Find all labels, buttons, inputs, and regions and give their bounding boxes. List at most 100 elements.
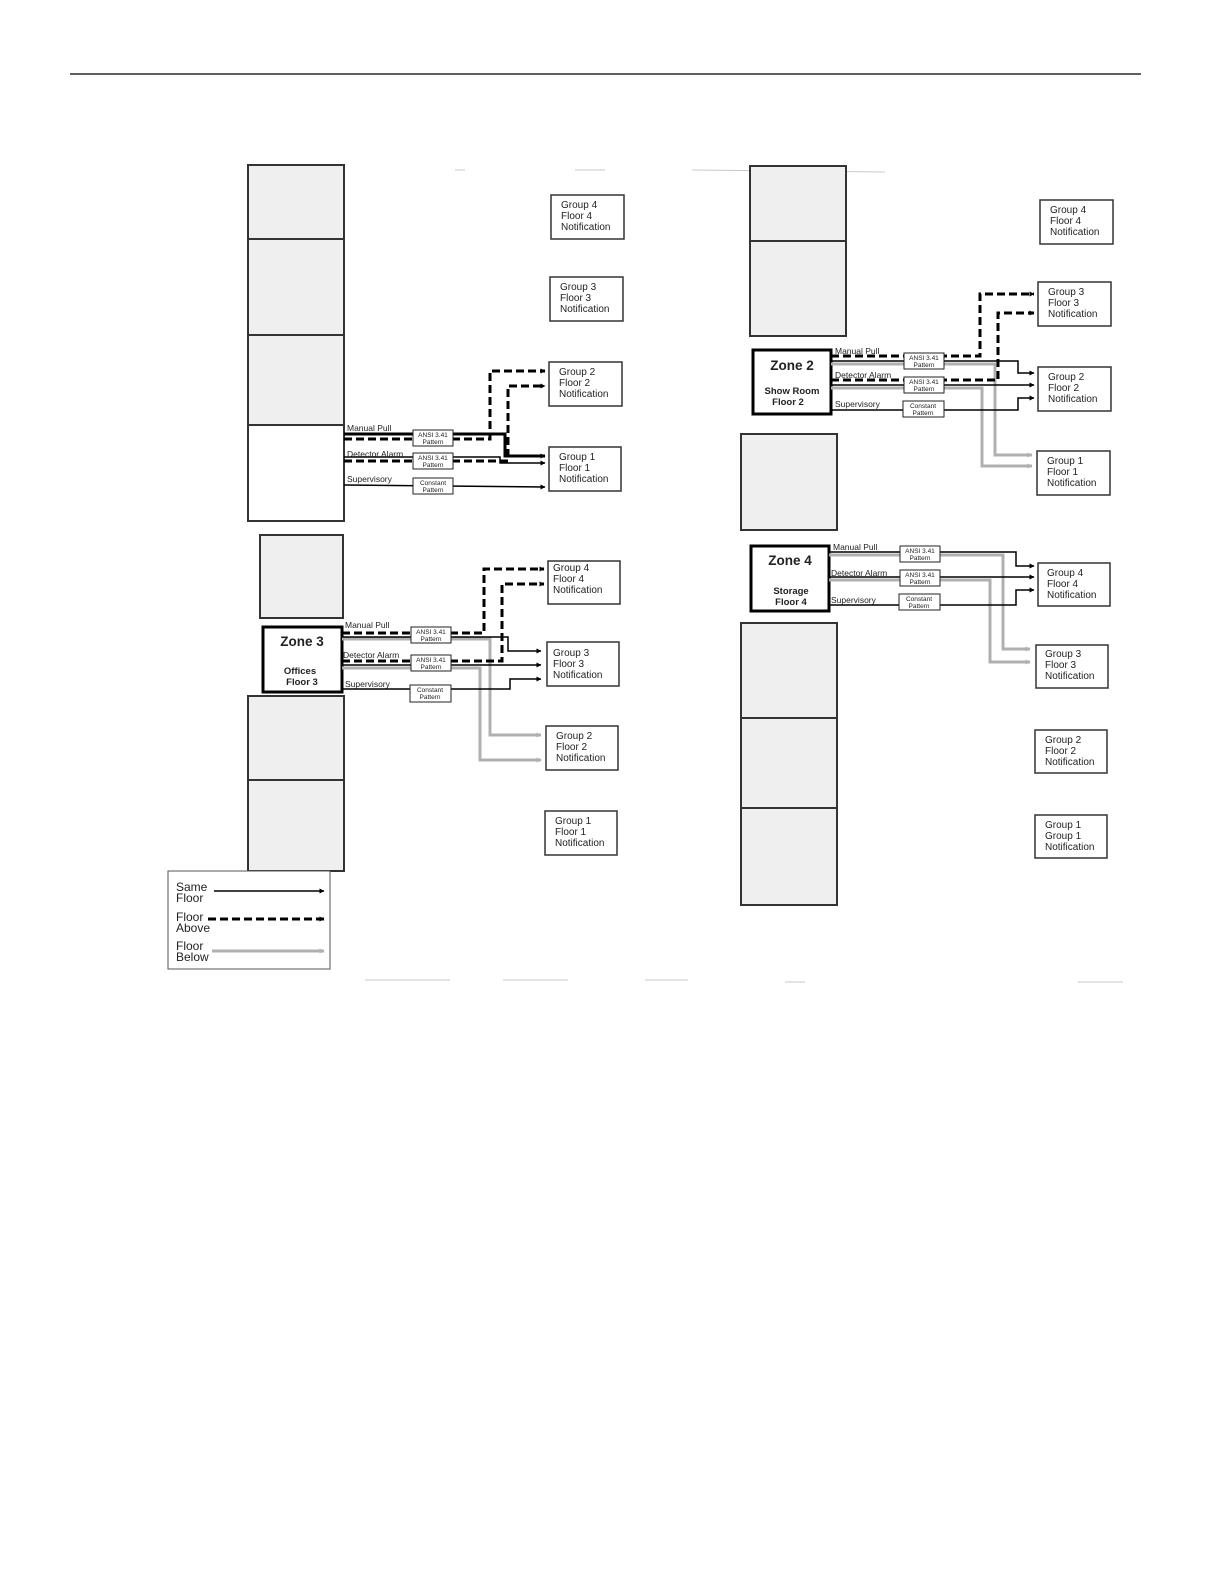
svg-text:Show Room: Show Room (765, 386, 820, 397)
svg-text:Pattern: Pattern (910, 579, 931, 586)
svg-text:Floor 3: Floor 3 (1048, 298, 1080, 309)
svg-text:Notification: Notification (1045, 671, 1094, 682)
svg-text:Notification: Notification (553, 670, 602, 681)
svg-text:Pattern: Pattern (914, 362, 935, 369)
legend-floor-above-label: Floor (176, 910, 203, 924)
group-box: Group 2 Floor 2 Notification (548, 361, 623, 407)
arrow-floor-above (344, 383, 546, 463)
pattern-box: ANSI 3.41 Pattern (410, 654, 452, 672)
floor-box (740, 807, 838, 906)
pattern-box: ANSI 3.41 Pattern (899, 569, 941, 587)
svg-text:Notification: Notification (555, 838, 604, 849)
svg-text:Pattern: Pattern (914, 386, 935, 393)
svg-text:Zone 4: Zone 4 (768, 553, 812, 568)
pattern-box: ANSI 3.41 Pattern (410, 626, 452, 644)
floor-box (247, 164, 345, 240)
arrow-floor-above (342, 566, 545, 635)
svg-text:Pattern: Pattern (423, 487, 444, 494)
svg-text:Notification: Notification (561, 222, 610, 233)
svg-text:Floor 4: Floor 4 (1047, 579, 1079, 590)
svg-text:Floor 3: Floor 3 (553, 659, 585, 670)
svg-text:Notification: Notification (1045, 842, 1094, 853)
input-detector-alarm: Detector Alarm (347, 449, 403, 459)
floor-box (247, 424, 345, 522)
building-a-upper (247, 164, 345, 522)
svg-text:Group 2: Group 2 (1048, 372, 1085, 383)
svg-text:Group 2: Group 2 (559, 367, 596, 378)
svg-text:Notification: Notification (1048, 394, 1097, 405)
svg-text:ANSI 3.41: ANSI 3.41 (909, 355, 939, 362)
svg-text:Pattern: Pattern (423, 462, 444, 469)
input-supervisory: Supervisory (831, 595, 877, 605)
svg-text:Floor 2: Floor 2 (772, 397, 804, 408)
svg-text:Group 4: Group 4 (553, 563, 590, 574)
svg-text:Notification: Notification (560, 304, 609, 315)
pattern-box: ANSI 3.41 Pattern (903, 376, 945, 394)
floor-box (247, 779, 345, 872)
input-manual-pull: Manual Pull (833, 542, 878, 552)
legend: Same Floor Floor Above Floor Below (167, 870, 331, 970)
floor-box (740, 622, 838, 719)
svg-text:Notification: Notification (1047, 478, 1096, 489)
pattern-box: ANSI 3.41 Pattern (412, 452, 454, 470)
svg-text:Pattern: Pattern (913, 410, 934, 417)
svg-text:Notification: Notification (1045, 757, 1094, 768)
svg-text:Group 2: Group 2 (556, 731, 593, 742)
svg-text:Pattern: Pattern (420, 694, 441, 701)
svg-text:Floor 1: Floor 1 (555, 827, 587, 838)
svg-text:Notification: Notification (1047, 590, 1096, 601)
group-box: Group 1 Group 1 Notification (1034, 814, 1108, 859)
svg-text:Group 2: Group 2 (1045, 735, 1082, 746)
group-box: Group 4 Floor 4 Notification (1039, 199, 1114, 245)
svg-text:Notification: Notification (1048, 309, 1097, 320)
group-box: Group 2 Floor 2 Notification (1034, 729, 1108, 774)
legend-same-floor-label-2: Floor (176, 891, 203, 905)
svg-text:Floor 4: Floor 4 (1050, 216, 1082, 227)
svg-text:Notification: Notification (556, 753, 605, 764)
group-box: Group 3 Floor 3 Notification (549, 276, 624, 322)
svg-text:Constant: Constant (906, 596, 932, 603)
floor-box (247, 238, 345, 336)
svg-text:Pattern: Pattern (910, 555, 931, 562)
group-box: Group 2 Floor 2 Notification (545, 725, 619, 771)
svg-text:Floor 1: Floor 1 (559, 463, 591, 474)
svg-text:Constant: Constant (910, 403, 936, 410)
group-box: Group 4 Floor 4 Notification (1037, 562, 1111, 607)
legend-floor-above-label-2: Above (176, 921, 210, 935)
svg-text:Floor 2: Floor 2 (1048, 383, 1080, 394)
svg-text:Group 3: Group 3 (1048, 287, 1085, 298)
pattern-box: Constant Pattern (898, 593, 941, 611)
svg-text:Storage: Storage (773, 586, 808, 597)
svg-text:Floor 4: Floor 4 (553, 574, 585, 585)
floor-box (259, 534, 344, 619)
svg-text:Group 1: Group 1 (1045, 820, 1082, 831)
floor-box (749, 240, 847, 337)
svg-text:Notification: Notification (559, 474, 608, 485)
pattern-box: ANSI 3.41 Pattern (412, 429, 454, 447)
svg-text:Group 4: Group 4 (1047, 568, 1084, 579)
svg-text:Zone 3: Zone 3 (280, 634, 324, 649)
svg-text:Group 3: Group 3 (553, 648, 590, 659)
diagram-b: Zone 2 Show Room Floor 2 Manual Pull Det… (740, 165, 1114, 906)
svg-text:Pattern: Pattern (421, 664, 442, 671)
svg-text:Pattern: Pattern (421, 636, 442, 643)
svg-text:Group 3: Group 3 (1045, 649, 1082, 660)
pattern-box: Constant Pattern (412, 477, 454, 495)
svg-text:Notification: Notification (1050, 227, 1099, 238)
svg-text:Group 1: Group 1 (1045, 831, 1082, 842)
legend-floor-below-label-2: Below (176, 950, 209, 964)
legend-floor-below-label: Floor (176, 939, 203, 953)
svg-text:Zone 2: Zone 2 (770, 358, 814, 373)
svg-text:Floor 3: Floor 3 (286, 677, 318, 688)
group-box: Group 1 Floor 1 Notification (548, 446, 622, 492)
zone-4-box: Zone 4 Storage Floor 4 (749, 544, 831, 613)
zone-2-box: Zone 2 Show Room Floor 2 (751, 348, 833, 416)
svg-text:ANSI 3.41: ANSI 3.41 (418, 455, 448, 462)
floor-box (247, 334, 345, 426)
building-a-lower (247, 534, 345, 872)
svg-text:Constant: Constant (417, 687, 443, 694)
legend-same-floor-label: Same (176, 880, 208, 894)
input-manual-pull: Manual Pull (835, 346, 880, 356)
group-box: Group 2 Floor 2 Notification (1037, 366, 1112, 412)
